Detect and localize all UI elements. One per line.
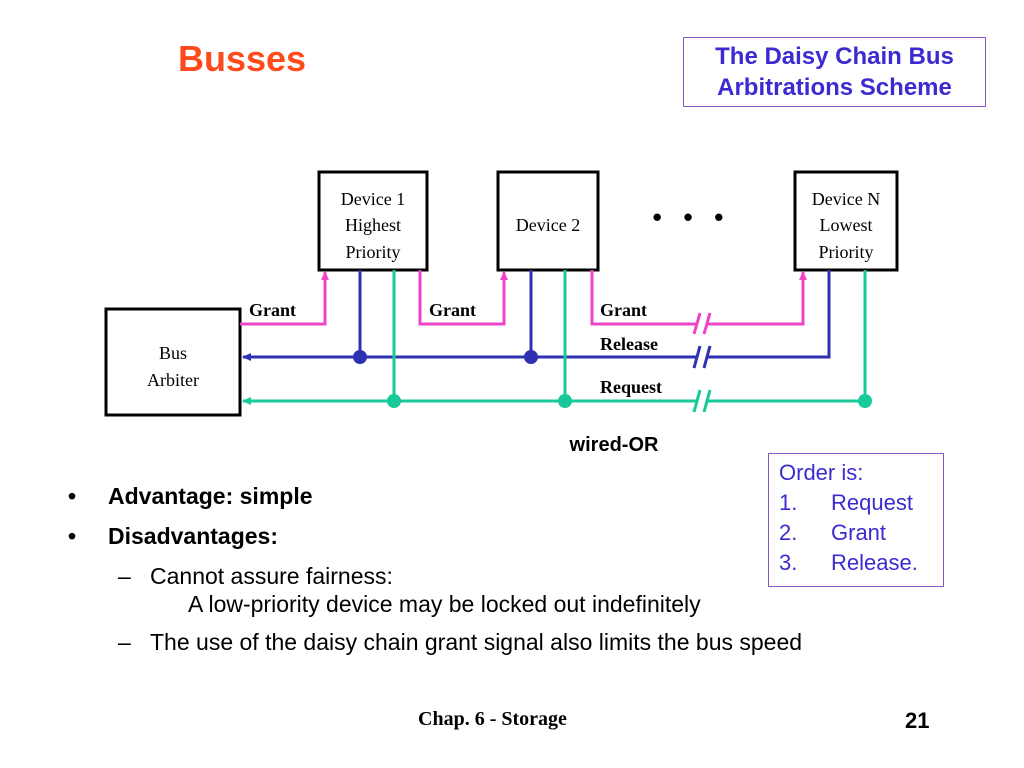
arbiter-label-line1: Bus xyxy=(159,343,187,363)
sub-bullet-speed: – The use of the daisy chain grant signa… xyxy=(68,628,988,656)
grant-label-3: Grant xyxy=(600,300,647,320)
grant-arbiter-to-device1 xyxy=(240,271,329,326)
grant-label-1: Grant xyxy=(249,300,296,320)
scheme-title-line1: The Daisy Chain Bus xyxy=(715,43,954,70)
device1-box xyxy=(317,170,429,272)
bullet-dot: • xyxy=(68,483,77,509)
grant-break-mark xyxy=(692,312,712,335)
fairness-detail-text: A low-priority device may be locked out … xyxy=(188,591,701,617)
device1-label-line2: Highest xyxy=(345,215,401,235)
bullet-disadvantages: • Disadvantages: xyxy=(68,522,988,550)
speed-text: The use of the daisy chain grant signal … xyxy=(150,629,803,655)
wired-or-label: wired-OR xyxy=(569,434,659,456)
grant-device1-to-device2 xyxy=(418,270,508,326)
arbiter-label-line2: Arbiter xyxy=(147,370,199,390)
deviceN-box xyxy=(793,170,899,272)
release-break-mark xyxy=(692,345,712,369)
order-item-number: 3. xyxy=(779,550,798,575)
scheme-title-box: The Daisy Chain Bus Arbitrations Scheme xyxy=(683,37,986,107)
sub-bullet-fairness: – Cannot assure fairness: A low-priority… xyxy=(68,562,988,618)
order-item-label: Request xyxy=(831,490,913,515)
deviceN-label-line3: Priority xyxy=(818,242,873,262)
release-label: Release xyxy=(600,334,658,354)
order-item-number: 1. xyxy=(779,490,798,515)
deviceN-label-line1: Device N xyxy=(812,189,880,209)
release-line-deviceN xyxy=(708,270,831,359)
slide-title: Busses xyxy=(178,38,307,79)
device2-box xyxy=(496,170,600,272)
fairness-text: Cannot assure fairness: xyxy=(150,563,393,589)
order-item: 1. Request xyxy=(779,488,943,518)
sub-bullet-dash: – xyxy=(118,563,131,589)
bullet-dot: • xyxy=(68,523,77,549)
request-junction-device1 xyxy=(387,394,401,408)
grant-device2-to-chain xyxy=(590,270,698,326)
device1-label-line3: Priority xyxy=(345,242,400,262)
order-box: Order is: 1. Request 2. Grant 3. Release. xyxy=(768,453,944,587)
device2-label: Device 2 xyxy=(516,215,580,235)
disadvantages-text: Disadvantages: xyxy=(108,523,279,549)
grant-label-2: Grant xyxy=(429,300,476,320)
order-heading: Order is: xyxy=(779,460,864,485)
request-junction-device2 xyxy=(558,394,572,408)
bus-arbiter-box xyxy=(104,307,242,417)
request-junction-deviceN xyxy=(858,394,872,408)
bullet-advantage: • Advantage: simple xyxy=(68,482,988,510)
device1-label-line1: Device 1 xyxy=(341,189,405,209)
more-devices-ellipsis: • • • xyxy=(653,202,724,232)
order-item-label: Release. xyxy=(831,550,918,575)
grant-chain-to-deviceN xyxy=(708,271,807,326)
order-item-label: Grant xyxy=(831,520,887,545)
scheme-title-line2: Arbitrations Scheme xyxy=(717,74,952,101)
page-number: 21 xyxy=(905,708,930,733)
request-label: Request xyxy=(600,377,662,397)
order-item: 2. Grant xyxy=(779,518,943,548)
bullet-list: • Advantage: simple • Disadvantages: – C… xyxy=(68,482,988,666)
request-break-mark xyxy=(692,389,712,413)
order-item-number: 2. xyxy=(779,520,798,545)
release-junction-device2 xyxy=(524,350,538,364)
order-item: 3. Release. xyxy=(779,548,943,578)
deviceN-label-line2: Lowest xyxy=(820,215,873,235)
footer-chapter: Chap. 6 - Storage xyxy=(418,708,567,730)
release-junction-device1 xyxy=(353,350,367,364)
advantage-text: Advantage: simple xyxy=(108,483,313,509)
sub-bullet-dash: – xyxy=(118,629,131,655)
